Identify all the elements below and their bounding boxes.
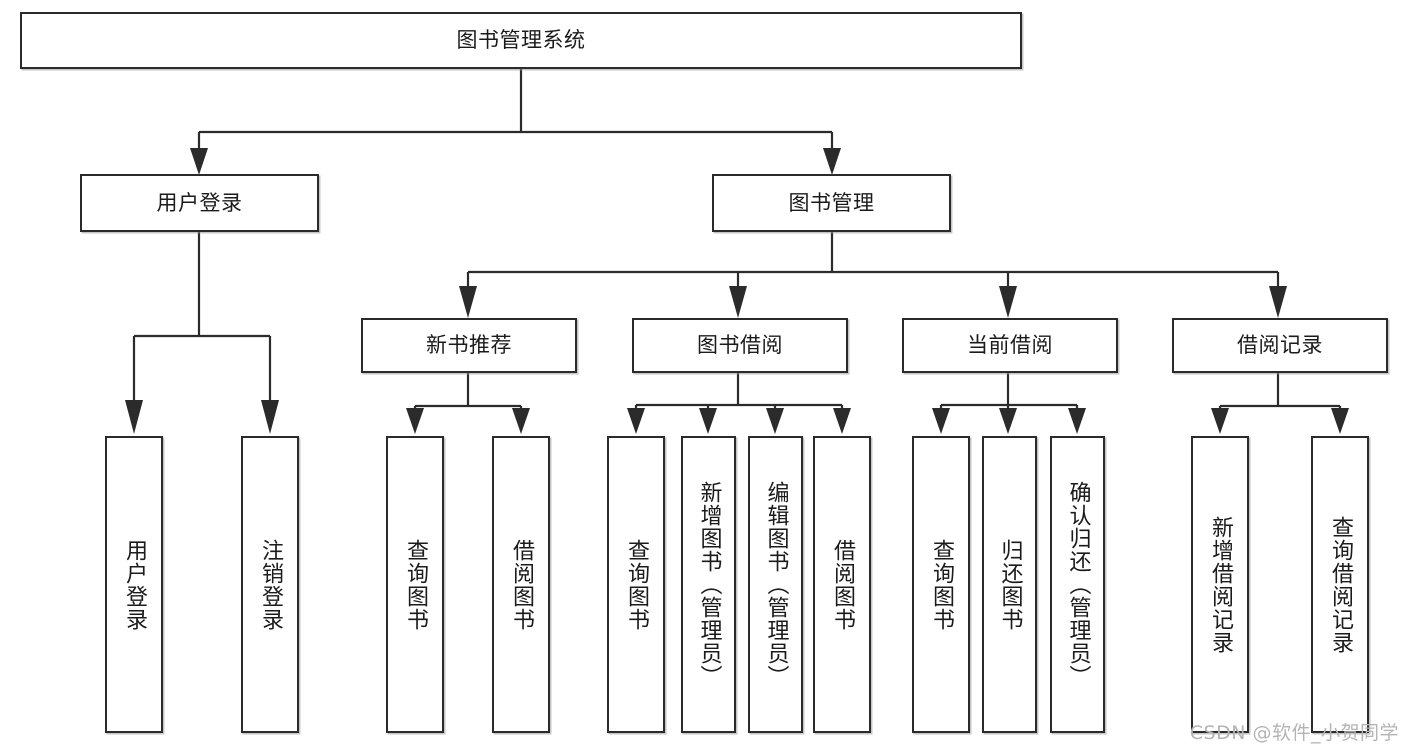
leaf-borrow-borrow-book[interactable]: 借阅图书 xyxy=(813,436,871,733)
leaf-borrow-borrow-book-label: 借阅图书 xyxy=(829,538,855,631)
arrow-borrow-l1 xyxy=(627,408,645,434)
arrow-current-l2 xyxy=(999,408,1017,434)
leaf-current-query-book[interactable]: 查询图书 xyxy=(912,436,970,733)
arrow-record-l2 xyxy=(1331,408,1349,434)
leaf-recommend-query-book-label: 查询图书 xyxy=(402,538,428,631)
arrow-user-login-l1 xyxy=(125,400,143,434)
leaf-record-query-record-label: 查询借阅记录 xyxy=(1327,515,1353,654)
node-borrow-record-label: 借阅记录 xyxy=(1237,333,1323,358)
leaf-record-add-record-label: 新增借阅记录 xyxy=(1207,515,1233,654)
node-user-login[interactable]: 用户登录 xyxy=(80,174,319,232)
node-new-book-recommend-label: 新书推荐 xyxy=(426,333,512,358)
arrow-user-login-l2 xyxy=(261,400,279,434)
leaf-borrow-edit-book-label: 编辑图书（管理员） xyxy=(763,481,789,688)
leaf-borrow-add-book[interactable]: 新增图书（管理员） xyxy=(681,436,736,733)
leaf-borrow-add-book-label: 新增图书（管理员） xyxy=(696,481,722,688)
node-current-borrow[interactable]: 当前借阅 xyxy=(902,318,1118,373)
node-current-borrow-label: 当前借阅 xyxy=(967,333,1053,358)
arrow-recommend-l2 xyxy=(512,408,530,434)
leaf-user-login-logout[interactable]: 注销登录 xyxy=(241,436,299,733)
arrow-recommend-l1 xyxy=(406,408,424,434)
arrow-book-mgmt-c2 xyxy=(729,286,747,318)
leaf-user-login-logout-label: 注销登录 xyxy=(257,538,283,631)
arrow-book-mgmt-c4 xyxy=(1269,286,1287,318)
node-book-management-label: 图书管理 xyxy=(788,190,875,215)
leaf-user-login-login[interactable]: 用户登录 xyxy=(105,436,163,733)
leaf-user-login-login-label: 用户登录 xyxy=(121,538,147,631)
arrow-root-to-book-mgmt xyxy=(823,148,841,175)
arrow-book-mgmt-c3 xyxy=(999,286,1017,318)
leaf-record-query-record[interactable]: 查询借阅记录 xyxy=(1311,436,1369,733)
leaf-recommend-borrow-book[interactable]: 借阅图书 xyxy=(492,436,550,733)
node-borrow-record[interactable]: 借阅记录 xyxy=(1172,318,1388,373)
leaf-borrow-edit-book[interactable]: 编辑图书（管理员） xyxy=(748,436,803,733)
arrow-book-mgmt-c1 xyxy=(459,286,477,318)
arrow-borrow-l3 xyxy=(766,408,784,434)
leaf-current-return-book-label: 归还图书 xyxy=(997,538,1023,631)
leaf-borrow-query-book[interactable]: 查询图书 xyxy=(607,436,665,733)
arrow-borrow-l4 xyxy=(833,408,851,434)
arrow-borrow-l2 xyxy=(699,408,717,434)
node-book-borrow-label: 图书借阅 xyxy=(697,333,783,358)
node-new-book-recommend[interactable]: 新书推荐 xyxy=(361,318,577,373)
node-root[interactable]: 图书管理系统 xyxy=(20,12,1022,69)
leaf-current-return-book[interactable]: 归还图书 xyxy=(982,436,1037,733)
leaf-borrow-query-book-label: 查询图书 xyxy=(623,538,649,631)
leaf-current-query-book-label: 查询图书 xyxy=(928,538,954,631)
arrow-current-l1 xyxy=(932,408,950,434)
node-root-label: 图书管理系统 xyxy=(456,28,586,53)
leaf-current-confirm-return[interactable]: 确认归还（管理员） xyxy=(1050,436,1105,733)
node-book-management[interactable]: 图书管理 xyxy=(712,174,951,232)
node-book-borrow[interactable]: 图书借阅 xyxy=(632,318,848,373)
leaf-recommend-borrow-book-label: 借阅图书 xyxy=(508,538,534,631)
leaf-record-add-record[interactable]: 新增借阅记录 xyxy=(1191,436,1249,733)
watermark-text: CSDN @软件_小贺同学 xyxy=(1189,722,1399,744)
leaf-current-confirm-return-label: 确认归还（管理员） xyxy=(1065,481,1091,688)
arrow-record-l1 xyxy=(1211,408,1229,434)
leaf-recommend-query-book[interactable]: 查询图书 xyxy=(386,436,444,733)
node-user-login-label: 用户登录 xyxy=(156,190,243,215)
arrow-current-l3 xyxy=(1068,408,1086,434)
arrow-root-to-user-login xyxy=(190,148,208,175)
